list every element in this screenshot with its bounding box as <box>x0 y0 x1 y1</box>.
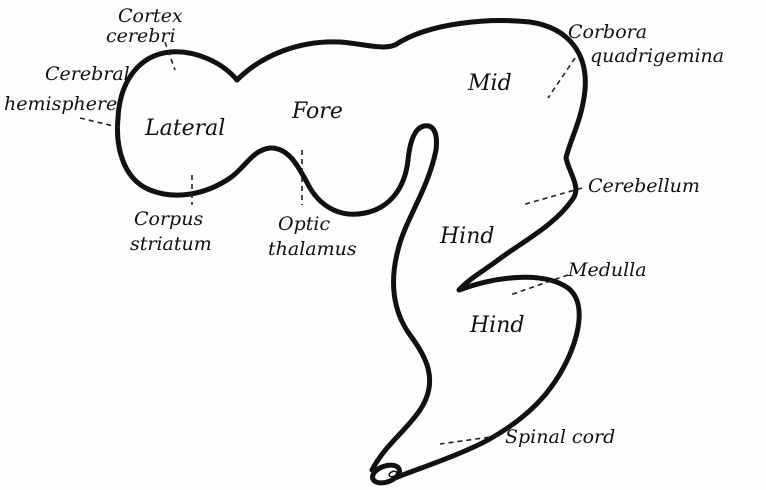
region-fore: Fore <box>291 99 343 124</box>
label-cerebellum: Cerebellum <box>588 175 700 197</box>
region-mid: Mid <box>467 71 512 96</box>
region-lateral: Lateral <box>144 116 225 141</box>
label-spinal-cord: Spinal cord <box>505 426 615 448</box>
label-optic-line2: thalamus <box>268 238 357 260</box>
label-cortex-line2: cerebri <box>106 25 176 47</box>
label-medulla: Medulla <box>567 259 647 281</box>
label-optic-line1: Optic <box>278 213 330 235</box>
label-cerebral-line1: Cerebral <box>45 63 130 85</box>
brain-outline-left <box>117 52 436 470</box>
label-cortex-line1: Cortex <box>118 5 183 27</box>
leader-corpora <box>548 58 575 98</box>
label-corpus-line2: striatum <box>130 233 212 255</box>
region-hind-upper: Hind <box>439 224 494 249</box>
label-corpora-line2: quadrigemina <box>590 45 724 67</box>
label-corpora-line1: Corbora <box>568 21 647 43</box>
label-cerebral-line2: hemisphere <box>4 93 117 115</box>
label-corpus-line1: Corpus <box>134 208 203 230</box>
region-hind-lower: Hind <box>469 313 524 338</box>
